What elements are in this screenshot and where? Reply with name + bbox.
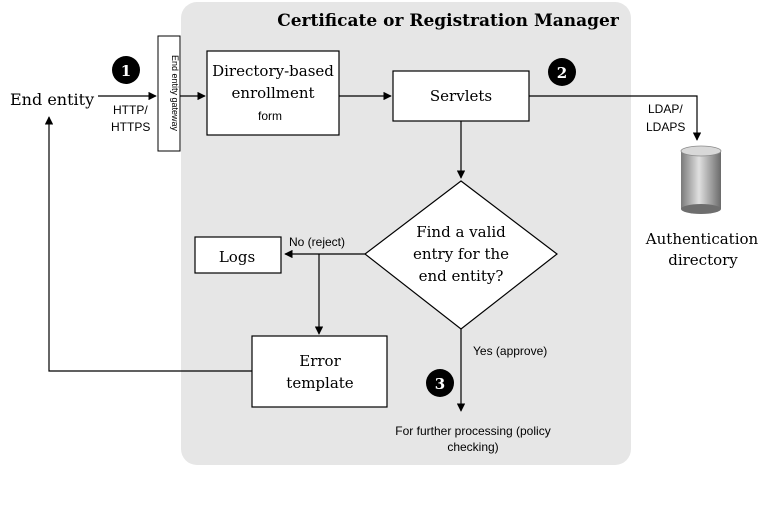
further-processing-line1: For further processing (policy	[395, 424, 550, 438]
enrollment-form-line1: Directory-based	[212, 62, 334, 80]
error-template-line2: template	[286, 374, 353, 392]
ldap-label-line1: LDAP/	[648, 102, 683, 116]
edge-error-template-to-entity	[44, 116, 252, 372]
logs-box	[194, 236, 282, 274]
decision-line1: Find a valid	[416, 223, 506, 241]
enrollment-form-line3: form	[258, 109, 282, 123]
yes-approve-label: Yes (approve)	[473, 344, 547, 358]
further-processing-line2: checking)	[447, 440, 498, 454]
edge-servlets-to-directory	[529, 95, 702, 141]
svg-text:2: 2	[557, 64, 567, 82]
ldap-label-line2: LDAPS	[646, 120, 685, 134]
step-2-badge: 2	[548, 58, 576, 86]
step-1-badge: 1	[112, 56, 140, 84]
error-template-box	[251, 335, 388, 408]
logs-label: Logs	[219, 248, 255, 266]
end-entity-gateway-box	[157, 35, 181, 152]
enrollment-form-line2: enrollment	[231, 84, 314, 102]
decision-line3: end entity?	[419, 267, 504, 285]
auth-directory-line2: directory	[668, 251, 738, 269]
servlets-label: Servlets	[430, 87, 492, 105]
svg-text:3: 3	[435, 375, 445, 393]
enrollment-form-box	[206, 50, 340, 136]
http-label-line2: HTTPS	[111, 120, 150, 134]
no-reject-label: No (reject)	[289, 235, 345, 249]
step-3-badge: 3	[426, 369, 454, 397]
auth-directory-line1: Authentication	[645, 230, 759, 248]
servlets-box	[392, 70, 530, 122]
panel-title: Certificate or Registration Manager	[277, 11, 620, 31]
http-label-line1: HTTP/	[113, 103, 148, 117]
decision-line2: entry for the	[413, 245, 509, 263]
database-icon	[680, 145, 722, 214]
end-entity-label: End entity	[10, 90, 94, 109]
error-template-line1: Error	[299, 352, 341, 370]
end-entity-gateway-label: End entity gateway	[170, 55, 180, 132]
svg-text:1: 1	[121, 62, 131, 80]
